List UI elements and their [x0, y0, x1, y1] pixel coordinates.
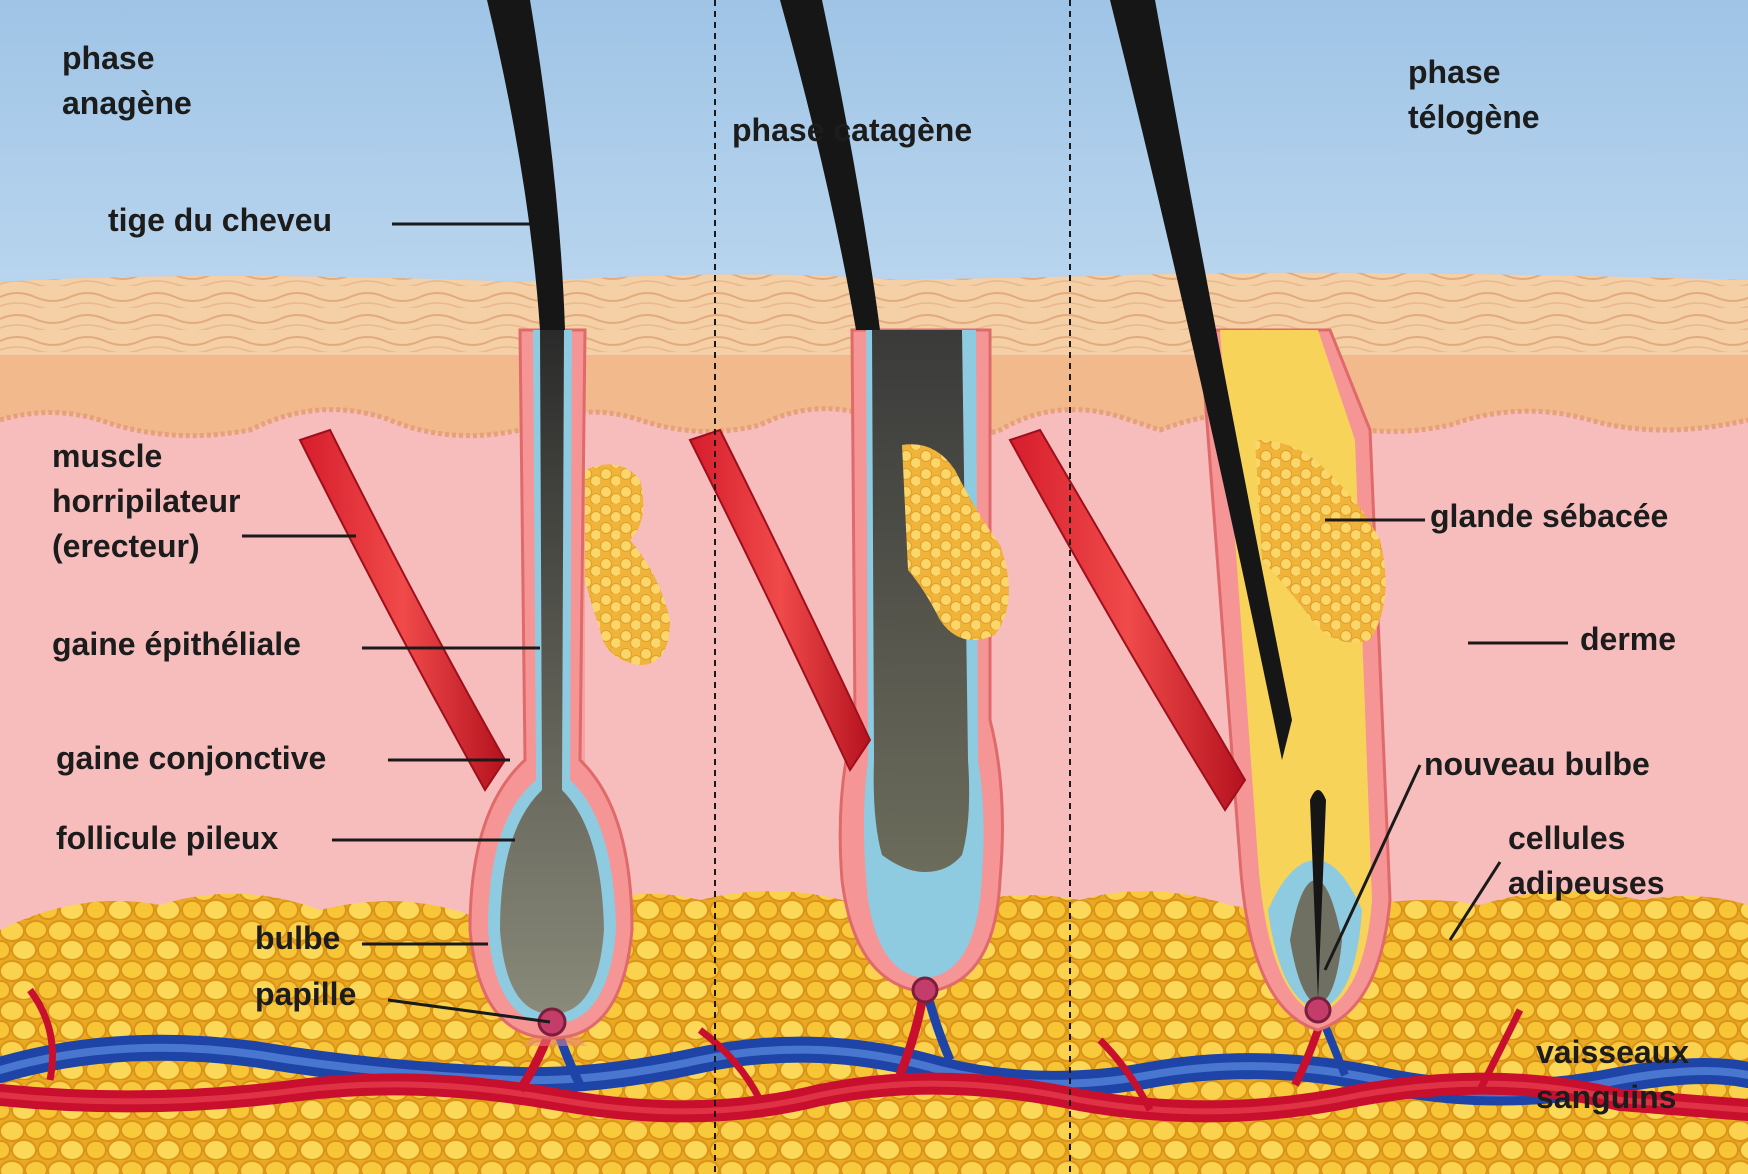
label-glande: glande sébacée	[1430, 494, 1668, 539]
label-nouveau-bulbe: nouveau bulbe	[1424, 742, 1650, 787]
phase-telogen-line1: phase	[1408, 50, 1540, 95]
label-derme: derme	[1580, 617, 1676, 662]
label-muscle-line3: (erecteur)	[52, 524, 240, 569]
telogen-papilla	[1306, 998, 1330, 1022]
label-vaisseaux-line1: vaisseaux	[1536, 1030, 1689, 1075]
phase-anagen-line1: phase	[62, 36, 192, 81]
label-muscle-line2: horripilateur	[52, 479, 240, 524]
label-gaine-epitheliale: gaine épithéliale	[52, 622, 301, 667]
label-bulbe: bulbe	[255, 916, 340, 961]
phase-telogen-label: phase télogène	[1408, 50, 1540, 140]
phase-anagen-line2: anagène	[62, 81, 192, 126]
label-cellules-line1: cellules	[1508, 816, 1665, 861]
label-muscle-line1: muscle	[52, 434, 240, 479]
label-vaisseaux: vaisseaux sanguins	[1536, 1030, 1689, 1120]
label-cellules-line2: adipeuses	[1508, 861, 1665, 906]
label-gaine-conjonctive: gaine conjonctive	[56, 736, 326, 781]
label-cellules: cellules adipeuses	[1508, 816, 1665, 906]
phase-catagen-label: phase catagène	[732, 108, 972, 153]
phase-anagen-label: phase anagène	[62, 36, 192, 126]
label-vaisseaux-line2: sanguins	[1536, 1075, 1689, 1120]
phase-telogen-line2: télogène	[1408, 95, 1540, 140]
label-muscle: muscle horripilateur (erecteur)	[52, 434, 240, 569]
catagen-papilla	[913, 978, 937, 1002]
label-tige: tige du cheveu	[108, 198, 332, 243]
label-follicule: follicule pileux	[56, 816, 278, 861]
label-papille: papille	[255, 972, 356, 1017]
